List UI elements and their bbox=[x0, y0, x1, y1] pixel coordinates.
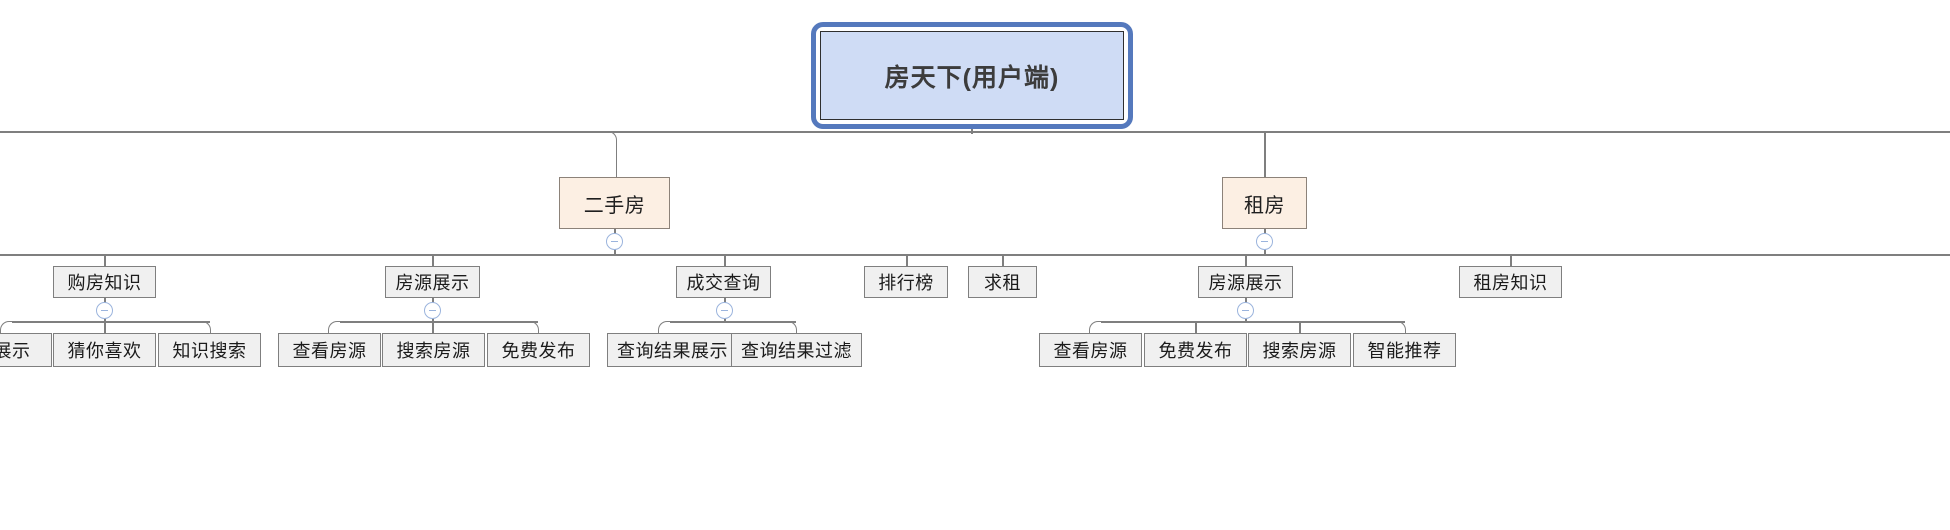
minus-bar bbox=[611, 240, 618, 243]
connector-elbow-chaxunjgzs bbox=[658, 321, 673, 334]
collapse-minus-icon-fangyuan1[interactable] bbox=[424, 302, 441, 319]
minus-bar bbox=[1242, 309, 1249, 312]
connector-drop-fangyuan1 bbox=[432, 254, 434, 266]
connector-drop-goufangzhishi bbox=[104, 254, 106, 266]
connector-spine-to-ershoufang bbox=[600, 131, 617, 178]
node-qiuzu[interactable]: 求租 bbox=[968, 266, 1037, 298]
connector-drop-mianfeifabu2 bbox=[1195, 321, 1197, 333]
connector-fangyuan2-bus bbox=[1101, 321, 1405, 323]
collapse-minus-icon-goufangzhishi[interactable] bbox=[96, 302, 113, 319]
root-node-shell[interactable]: 房天下(用户端) bbox=[811, 22, 1133, 129]
leaf-chakan-fangyuan-zufang[interactable]: 查看房源 bbox=[1039, 333, 1142, 367]
root-node[interactable]: 房天下(用户端) bbox=[820, 31, 1124, 120]
connector-drop-fangyuan2 bbox=[1245, 254, 1247, 266]
connector-drop-qiuzu bbox=[1002, 254, 1004, 266]
minus-bar bbox=[101, 309, 108, 312]
connector-goufangzhishi-bus bbox=[12, 321, 210, 323]
connector-zufang-bus bbox=[1002, 254, 1950, 256]
connector-elbow-chakanfy2 bbox=[1089, 321, 1104, 334]
collapse-minus-icon-ershoufang[interactable] bbox=[606, 233, 623, 250]
node-paihangbang[interactable]: 排行榜 bbox=[864, 266, 948, 298]
connector-elbow-zhinengtuijian bbox=[1391, 321, 1406, 334]
connector-fangyuan1-bus bbox=[340, 321, 538, 323]
leaf-mianfeifabu-ershoufang[interactable]: 免费发布 bbox=[487, 333, 590, 367]
leaf-zhishisousuo[interactable]: 知识搜索 bbox=[158, 333, 261, 367]
node-ershoufang[interactable]: 二手房 bbox=[559, 177, 670, 229]
collapse-minus-icon-zufang[interactable] bbox=[1256, 233, 1273, 250]
connector-elbow-chaxunjggl bbox=[782, 321, 797, 334]
node-chengjiaochaxun[interactable]: 成交查询 bbox=[676, 266, 771, 298]
leaf-sousuo-fangyuan-ershoufang[interactable]: 搜索房源 bbox=[382, 333, 485, 367]
collapse-minus-icon-fangyuan2[interactable] bbox=[1237, 302, 1254, 319]
connector-drop-caonixihuan bbox=[104, 321, 106, 333]
node-zufang[interactable]: 租房 bbox=[1222, 177, 1307, 229]
collapse-minus-icon-chengjiaochaxun[interactable] bbox=[716, 302, 733, 319]
leaf-zhanshi[interactable]: 展示 bbox=[0, 333, 52, 367]
minus-bar bbox=[1261, 240, 1268, 243]
connector-drop-zufangzhishi bbox=[1510, 254, 1512, 266]
node-zufangzhishi[interactable]: 租房知识 bbox=[1459, 266, 1562, 298]
connector-elbow-mianfeifabu1 bbox=[524, 321, 539, 334]
leaf-caonixihuan[interactable]: 猜你喜欢 bbox=[53, 333, 156, 367]
connector-elbow-chakanfy1 bbox=[328, 321, 343, 334]
connector-root-stem bbox=[971, 128, 973, 134]
connector-drop-chengjiaochaxun bbox=[724, 254, 726, 266]
connector-elbow-zhanshi bbox=[0, 321, 15, 334]
connector-drop-sousuofy2 bbox=[1299, 321, 1301, 333]
connector-ershoufang-bus bbox=[0, 254, 1011, 256]
minus-bar bbox=[429, 309, 436, 312]
connector-drop-paihangbang bbox=[906, 254, 908, 266]
minus-bar bbox=[721, 309, 728, 312]
node-fangyuan-zhanshi-ershoufang[interactable]: 房源展示 bbox=[385, 266, 480, 298]
connector-chengjiaochaxun-bus bbox=[670, 321, 796, 323]
connector-spine-to-zufang bbox=[1264, 131, 1266, 177]
leaf-chakan-fangyuan-ershoufang[interactable]: 查看房源 bbox=[278, 333, 381, 367]
leaf-chaxun-jieguo-guolv[interactable]: 查询结果过滤 bbox=[731, 333, 862, 367]
connector-elbow-zhishisousuo bbox=[196, 321, 211, 334]
node-fangyuan-zhanshi-zufang[interactable]: 房源展示 bbox=[1198, 266, 1293, 298]
leaf-mianfeifabu-zufang[interactable]: 免费发布 bbox=[1144, 333, 1247, 367]
connector-drop-sousuofy1 bbox=[432, 321, 434, 333]
leaf-sousuo-fangyuan-zufang[interactable]: 搜索房源 bbox=[1248, 333, 1351, 367]
connector-root-spine bbox=[0, 131, 1950, 133]
leaf-zhinengtuijian[interactable]: 智能推荐 bbox=[1353, 333, 1456, 367]
node-goufangzhishi[interactable]: 购房知识 bbox=[53, 266, 156, 298]
leaf-chaxun-jieguo-zhanshi[interactable]: 查询结果展示 bbox=[607, 333, 738, 367]
